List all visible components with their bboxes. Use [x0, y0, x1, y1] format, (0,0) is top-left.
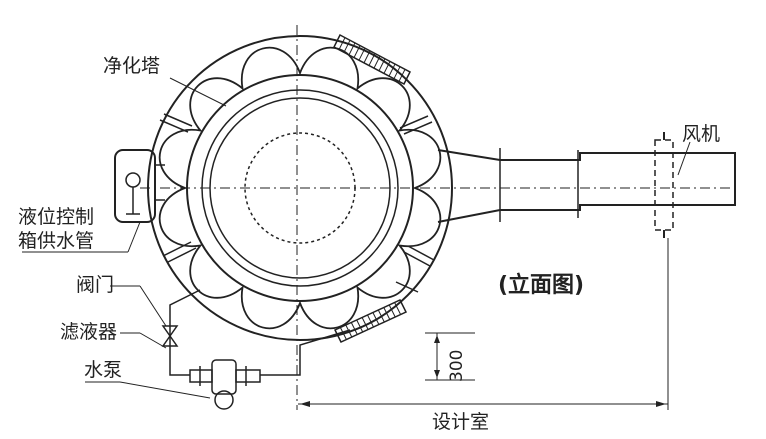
packing-scallop-ring: [158, 46, 442, 330]
tower-inner-ring-2: [201, 89, 399, 287]
hatch-line: [338, 37, 346, 50]
hatch-line: [403, 71, 411, 85]
hatch-line: [394, 302, 402, 315]
packing-scallops: [158, 46, 442, 330]
tower-outer-shell: [147, 35, 453, 341]
shell-mounting-ticks: [159, 113, 435, 293]
hatch-line: [388, 304, 396, 318]
dimension-300-marker: [425, 332, 475, 381]
hatch-line: [368, 53, 376, 66]
tower-inner-ring-3: [209, 97, 391, 279]
hatch-line: [399, 299, 407, 313]
hatch-line: [361, 317, 369, 330]
hatch-line: [333, 34, 341, 48]
hatch-line: [358, 47, 366, 61]
label-water-supply-pipe: 箱供水管: [18, 230, 94, 252]
hatch-line: [353, 45, 361, 58]
hatch-line: [393, 66, 401, 79]
fan-duct: [437, 148, 736, 223]
hatch-line: [377, 309, 385, 323]
circulation-piping: [161, 289, 351, 410]
hatch-line: [373, 55, 381, 69]
pump-body: [211, 359, 237, 395]
label-filter: 滤液器: [60, 321, 117, 343]
hatch-line: [343, 40, 351, 53]
label-design-room: 设计室: [432, 411, 489, 433]
hatch-line: [350, 322, 358, 335]
tower-core-dotted: [244, 132, 356, 244]
valve-symbol: [161, 325, 179, 338]
bottom-right-support-hatch: [333, 299, 408, 343]
hatch-line: [383, 307, 391, 320]
tower-inner-ring-1: [186, 74, 414, 302]
hatch-line: [398, 69, 406, 82]
top-right-support-hatch: [333, 33, 411, 86]
design-room-dimension: [298, 401, 668, 407]
label-dimension-300: 300: [447, 350, 467, 382]
hatch-line: [348, 42, 356, 56]
hatch-line: [388, 63, 396, 77]
label-pump: 水泵: [84, 359, 122, 381]
label-purifier-tower: 净化塔: [103, 55, 160, 77]
pump-wheel: [214, 390, 234, 410]
fan-flange: [654, 132, 674, 238]
label-fan: 风机: [682, 123, 720, 145]
hatch-line: [367, 314, 374, 328]
label-valve: 阀门: [76, 274, 114, 296]
hatch-line: [383, 61, 391, 74]
level-control-box: [114, 149, 165, 223]
hatch-line: [339, 327, 347, 340]
hatch-line: [363, 50, 371, 64]
leader-lines: [22, 77, 691, 399]
label-view-title: (立面图): [498, 272, 584, 298]
hatch-line: [372, 312, 380, 325]
hatch-line: [334, 329, 342, 343]
label-level-control: 液位控制: [18, 206, 94, 228]
hatch-line: [378, 58, 386, 72]
hatch-line: [356, 319, 364, 333]
